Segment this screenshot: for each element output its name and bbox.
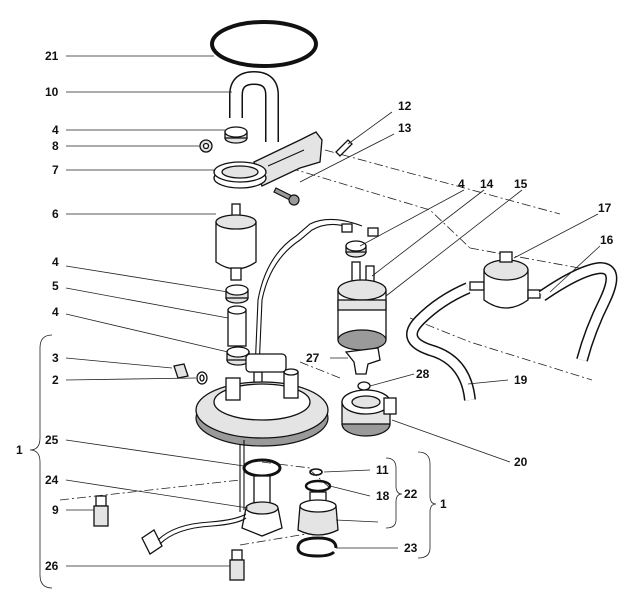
callout-7: 7 xyxy=(52,163,59,177)
callout-5: 5 xyxy=(52,279,59,293)
leader-lines xyxy=(65,55,601,567)
o-ring-medium-part xyxy=(304,479,332,493)
callout-2: 2 xyxy=(52,373,59,387)
callout-25: 25 xyxy=(45,433,59,447)
nut-part xyxy=(199,139,213,153)
fuel-pump-part xyxy=(337,261,387,351)
group-bracket-1-right xyxy=(417,451,437,559)
hose-fitting-part xyxy=(93,495,109,527)
filter-bracket-part xyxy=(213,131,323,189)
callout-9: 9 xyxy=(52,503,59,517)
callout-4: 4 xyxy=(52,305,59,319)
callout-3: 3 xyxy=(52,351,59,365)
callout-1: 1 xyxy=(16,443,23,457)
callout-11: 11 xyxy=(376,463,389,477)
pressure-regulator-part xyxy=(297,491,339,536)
fuel-filter-part xyxy=(215,203,257,281)
callout-27: 27 xyxy=(306,351,320,365)
o-ring-tiny-part xyxy=(309,468,323,476)
callout-18: 18 xyxy=(376,489,390,503)
washer-part xyxy=(196,371,208,385)
group-bracket-1-left xyxy=(29,334,53,589)
callout-20: 20 xyxy=(514,455,528,469)
o-ring-part xyxy=(210,20,318,68)
callout-4: 4 xyxy=(52,123,59,137)
callout-28: 28 xyxy=(416,367,430,381)
bolt-small-part xyxy=(173,363,189,379)
circlip-part xyxy=(296,536,338,558)
callout-24: 24 xyxy=(45,473,59,487)
hose-clamp-part xyxy=(345,240,367,258)
hose-clamp-part xyxy=(224,126,248,144)
callout-19: 19 xyxy=(514,373,528,387)
callout-6: 6 xyxy=(52,207,59,221)
callout-1: 1 xyxy=(440,497,447,511)
return-hose-part xyxy=(406,282,476,401)
small-ring-part xyxy=(357,381,371,391)
hose-clamp-part xyxy=(226,346,250,366)
callout-22: 22 xyxy=(404,487,418,501)
check-valve-part xyxy=(469,251,541,309)
callout-8: 8 xyxy=(52,139,59,153)
callout-21: 21 xyxy=(45,49,59,63)
callout-17: 17 xyxy=(598,201,612,215)
curved-hose-part xyxy=(229,70,279,142)
outlet-hose-part xyxy=(538,261,618,362)
bottom-fitting-part xyxy=(229,549,245,581)
callout-26: 26 xyxy=(45,559,59,573)
callout-14: 14 xyxy=(480,177,494,191)
connector-cable-part xyxy=(141,513,247,555)
group-bracket-22 xyxy=(385,457,403,529)
pump-mounting-plate-part xyxy=(195,353,329,447)
callout-10: 10 xyxy=(45,85,59,99)
callout-23: 23 xyxy=(404,541,418,555)
fitting-assembly-part xyxy=(239,440,283,537)
callout-labels: 21 10 4 8 7 12 13 6 4 14 15 17 16 4 5 4 … xyxy=(16,49,614,573)
callout-4: 4 xyxy=(458,177,465,191)
callout-16: 16 xyxy=(600,233,614,247)
assembly-lines xyxy=(59,149,593,546)
callout-15: 15 xyxy=(514,177,528,191)
pump-clip-part xyxy=(344,347,381,375)
short-hose-part xyxy=(227,305,247,347)
bolt-part xyxy=(273,187,300,206)
fuel-strainer-part xyxy=(341,389,397,437)
callout-12: 12 xyxy=(398,99,412,113)
hose-clamp-part xyxy=(225,284,249,304)
callout-4: 4 xyxy=(52,255,59,269)
callout-13: 13 xyxy=(398,121,412,135)
